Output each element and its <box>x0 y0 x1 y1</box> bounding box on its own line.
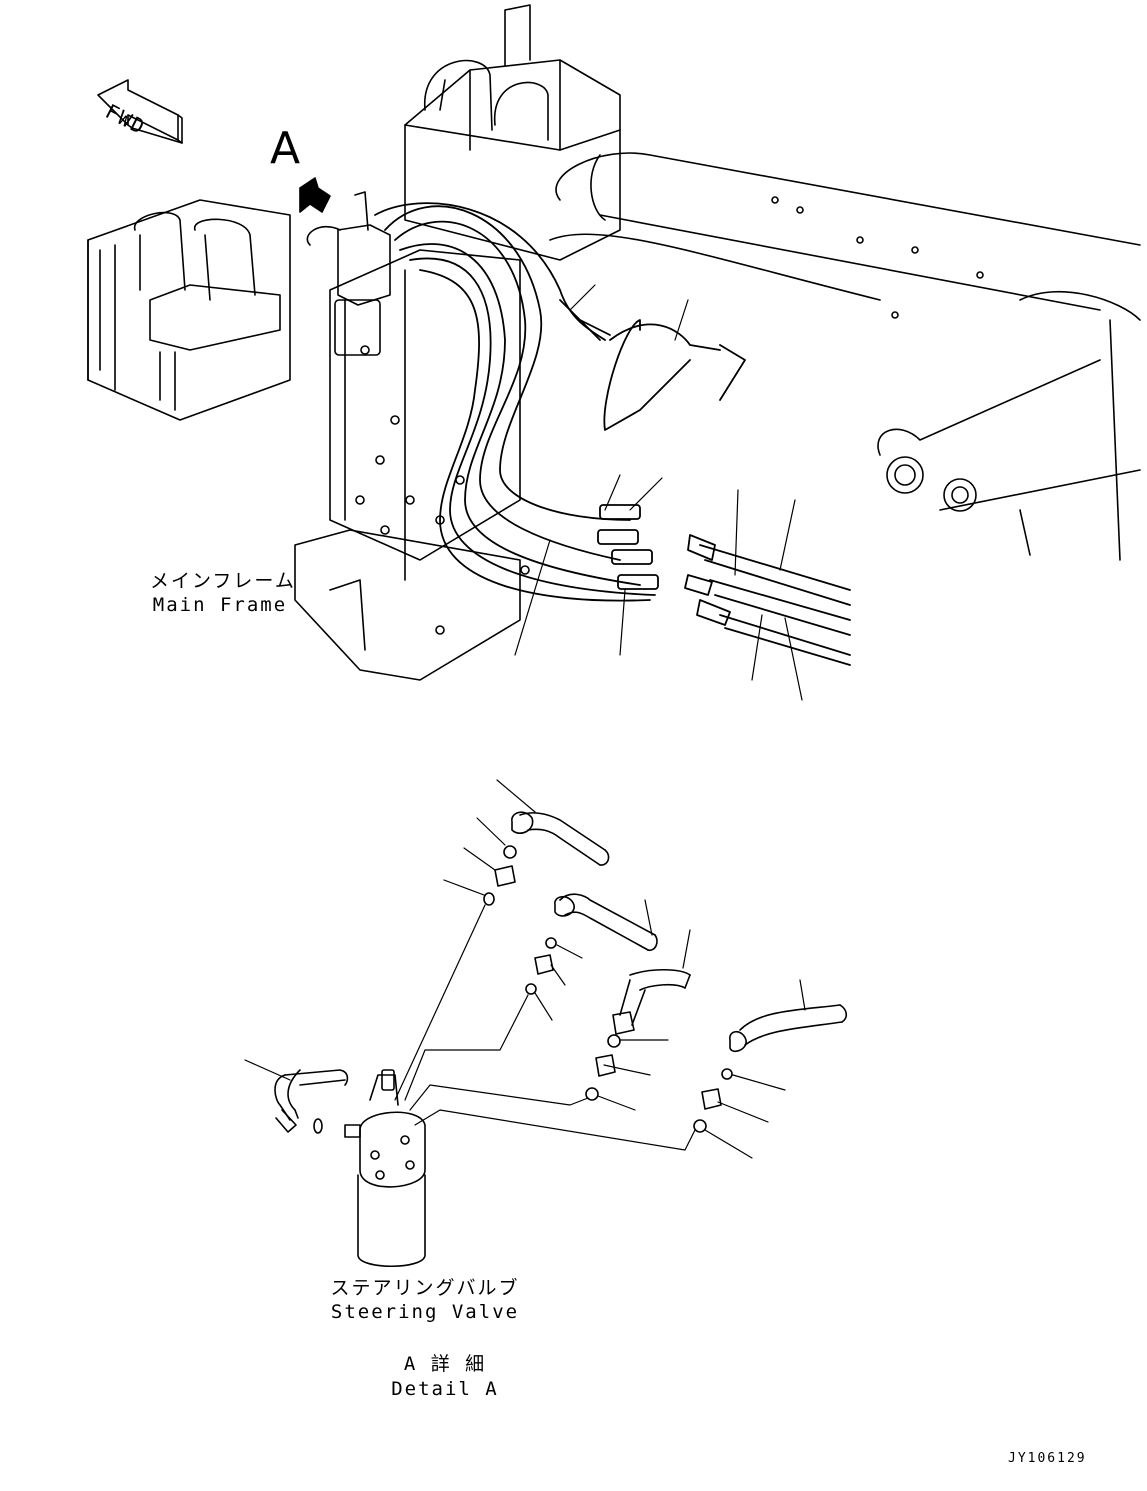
main-frame-drawing <box>87 4 1141 681</box>
view-arrow-icon <box>299 177 331 213</box>
main-frame-label-jp: メインフレーム <box>150 570 296 592</box>
detail-a-drawing <box>274 811 848 1268</box>
leader-lines-lower <box>244 779 806 1159</box>
fwd-arrow-icon <box>97 79 183 144</box>
view-marker-label: A <box>270 123 301 174</box>
leader-lines-upper <box>514 284 803 701</box>
steering-valve-upper <box>306 191 391 356</box>
drawing-code: JY106129 <box>1008 1451 1087 1466</box>
detail-label-jp: A 詳 細 <box>403 1353 487 1375</box>
hose-bundle <box>374 202 851 666</box>
detail-label-en: Detail A <box>391 1378 499 1400</box>
main-frame-label-en: Main Frame <box>152 594 288 616</box>
steering-valve-label-jp: ステアリングバルブ <box>330 1277 520 1299</box>
steering-valve-label-en: Steering Valve <box>330 1301 520 1323</box>
